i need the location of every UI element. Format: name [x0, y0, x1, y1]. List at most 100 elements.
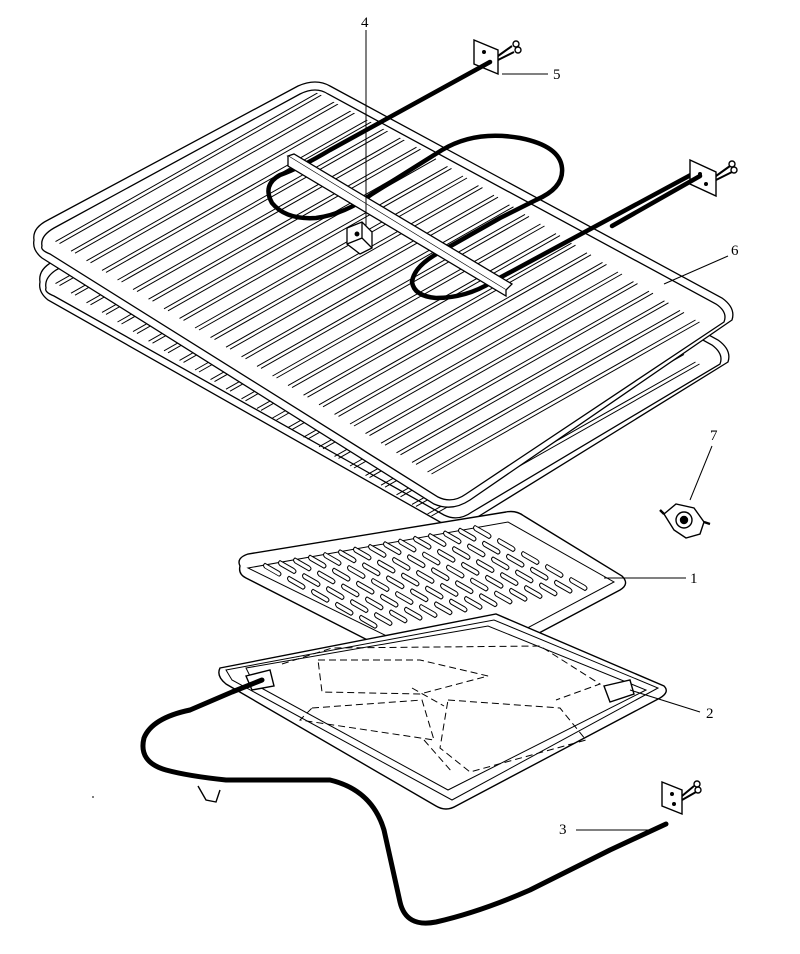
broil-slot	[476, 559, 495, 574]
broil-slot	[383, 541, 402, 556]
rack-wire	[55, 89, 328, 245]
broil-slot	[326, 586, 345, 601]
broil-slot	[395, 590, 414, 606]
broil-slot	[491, 556, 510, 571]
broil-slot	[353, 546, 372, 561]
broil-slot	[317, 570, 336, 585]
broil-slot	[413, 535, 432, 550]
rack-wire	[349, 271, 623, 427]
broil-slot	[464, 595, 483, 610]
callout-1: 1	[690, 571, 698, 587]
broil-slot	[404, 606, 423, 621]
rack-wire	[86, 108, 359, 264]
broil-slot	[461, 561, 480, 576]
rack-wire	[256, 213, 530, 369]
broil-slot	[332, 567, 351, 582]
broil-slot	[515, 569, 534, 584]
broil-slot	[377, 559, 396, 574]
broil-slot	[524, 585, 543, 600]
broil-slot	[386, 575, 405, 590]
broil-slot	[440, 582, 459, 597]
rack-wire	[287, 233, 561, 389]
broil-slot	[482, 540, 501, 555]
broil-slot	[449, 598, 468, 613]
oven-sensor-part	[659, 503, 711, 539]
broil-slot	[419, 603, 438, 619]
rack-wire	[241, 204, 514, 360]
broil-slot	[293, 557, 312, 572]
broil-slot	[485, 574, 504, 589]
bake-element-upper	[266, 38, 703, 301]
rack-wire	[427, 319, 700, 475]
broil-slot	[368, 543, 387, 558]
rack-wire	[380, 290, 654, 446]
rack-wire	[318, 252, 592, 408]
broil-slot	[311, 588, 330, 603]
broil-slot	[380, 593, 399, 608]
broil-slot	[278, 560, 297, 575]
broil-slot	[494, 590, 513, 605]
callout-4: 4	[361, 15, 369, 31]
rack-wire	[225, 194, 499, 350]
rack-wire	[334, 261, 607, 417]
callout-7: 7	[710, 428, 718, 444]
broil-slot	[554, 579, 573, 594]
broil-slot	[470, 577, 489, 592]
broil-slot	[410, 588, 429, 603]
broil-slot	[500, 572, 519, 587]
broil-slot	[389, 609, 408, 624]
broil-slot	[455, 580, 474, 595]
broil-slot	[287, 575, 306, 590]
rack-wire	[365, 281, 638, 437]
broil-slot	[365, 596, 384, 611]
rack-wire	[411, 309, 685, 465]
broil-slot	[458, 527, 477, 542]
broil-slot	[407, 554, 426, 569]
rack-wire	[272, 223, 545, 379]
broil-slot	[362, 562, 381, 577]
broil-slot	[479, 593, 498, 608]
broil-slot	[356, 580, 375, 595]
broil-slot	[263, 562, 282, 577]
broil-slot	[359, 614, 378, 629]
broil-slot	[497, 537, 516, 553]
callout-5: 5	[553, 67, 561, 83]
callout-2: 2	[706, 706, 714, 722]
callout-6: 6	[731, 243, 739, 259]
broil-slot	[335, 601, 354, 616]
broil-slot	[338, 549, 357, 564]
broil-element-bracket	[609, 158, 738, 229]
broil-slot	[374, 612, 393, 627]
rack-wire	[70, 98, 344, 254]
broil-slot	[506, 553, 525, 568]
broil-slot	[569, 576, 588, 592]
broil-slot	[416, 569, 435, 584]
speck-mark	[92, 796, 94, 798]
rack-wire	[117, 127, 390, 283]
element-support-clip	[346, 221, 373, 255]
broil-slot	[431, 567, 450, 582]
broil-slot	[428, 533, 447, 548]
broil-slot	[350, 599, 369, 614]
rack-wire	[132, 137, 406, 293]
broil-slot	[425, 585, 444, 600]
rack-wire	[396, 300, 669, 456]
broil-slot	[398, 538, 417, 553]
broil-slot	[437, 548, 456, 563]
bake-element-lower	[140, 677, 702, 926]
rack-wire	[101, 117, 375, 273]
rack-wire	[303, 242, 576, 398]
broil-slot	[347, 564, 366, 580]
broil-slot	[443, 530, 462, 545]
broil-slot	[521, 550, 540, 566]
element-support-bar	[286, 153, 514, 298]
rack-wire	[179, 165, 452, 321]
broil-slot	[539, 582, 558, 597]
broil-slot	[392, 556, 411, 571]
broil-slot	[308, 554, 327, 569]
callout-3: 3	[559, 822, 567, 838]
broil-slot	[545, 563, 564, 579]
broil-slot	[473, 524, 492, 540]
broil-slot	[302, 573, 321, 588]
oven-rack-upper	[33, 81, 734, 508]
